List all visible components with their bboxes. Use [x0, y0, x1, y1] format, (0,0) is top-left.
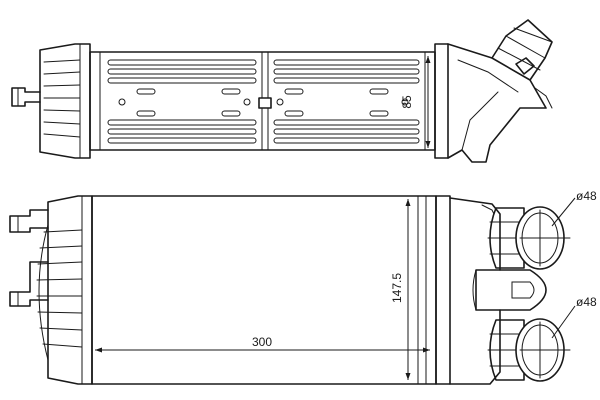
dimension-diameter-top-label: ø48 — [576, 189, 597, 203]
top-slots-right — [273, 59, 420, 144]
dimension-147-5: 147.5 — [390, 199, 411, 380]
dimension-85: 85 — [400, 56, 431, 148]
top-slots-left — [107, 59, 257, 144]
dimension-147-5-label: 147.5 — [390, 273, 404, 303]
front-core: 147.5 300 — [91, 195, 437, 385]
dimension-85-label: 85 — [400, 95, 414, 109]
top-inlet-pipe: ø48 — [487, 189, 597, 270]
dimension-300: 300 — [95, 335, 430, 353]
top-view: 85 — [11, 19, 553, 163]
front-left-tank — [9, 195, 93, 385]
front-view: 147.5 300 — [9, 189, 597, 385]
top-right-tank-inlet — [434, 19, 553, 163]
dimension-300-label: 300 — [252, 335, 272, 349]
bottom-inlet-pipe: ø48 — [487, 295, 597, 382]
top-left-tank — [11, 43, 91, 159]
top-core: 85 — [89, 51, 436, 151]
dimension-diameter-bottom-label: ø48 — [576, 295, 597, 309]
